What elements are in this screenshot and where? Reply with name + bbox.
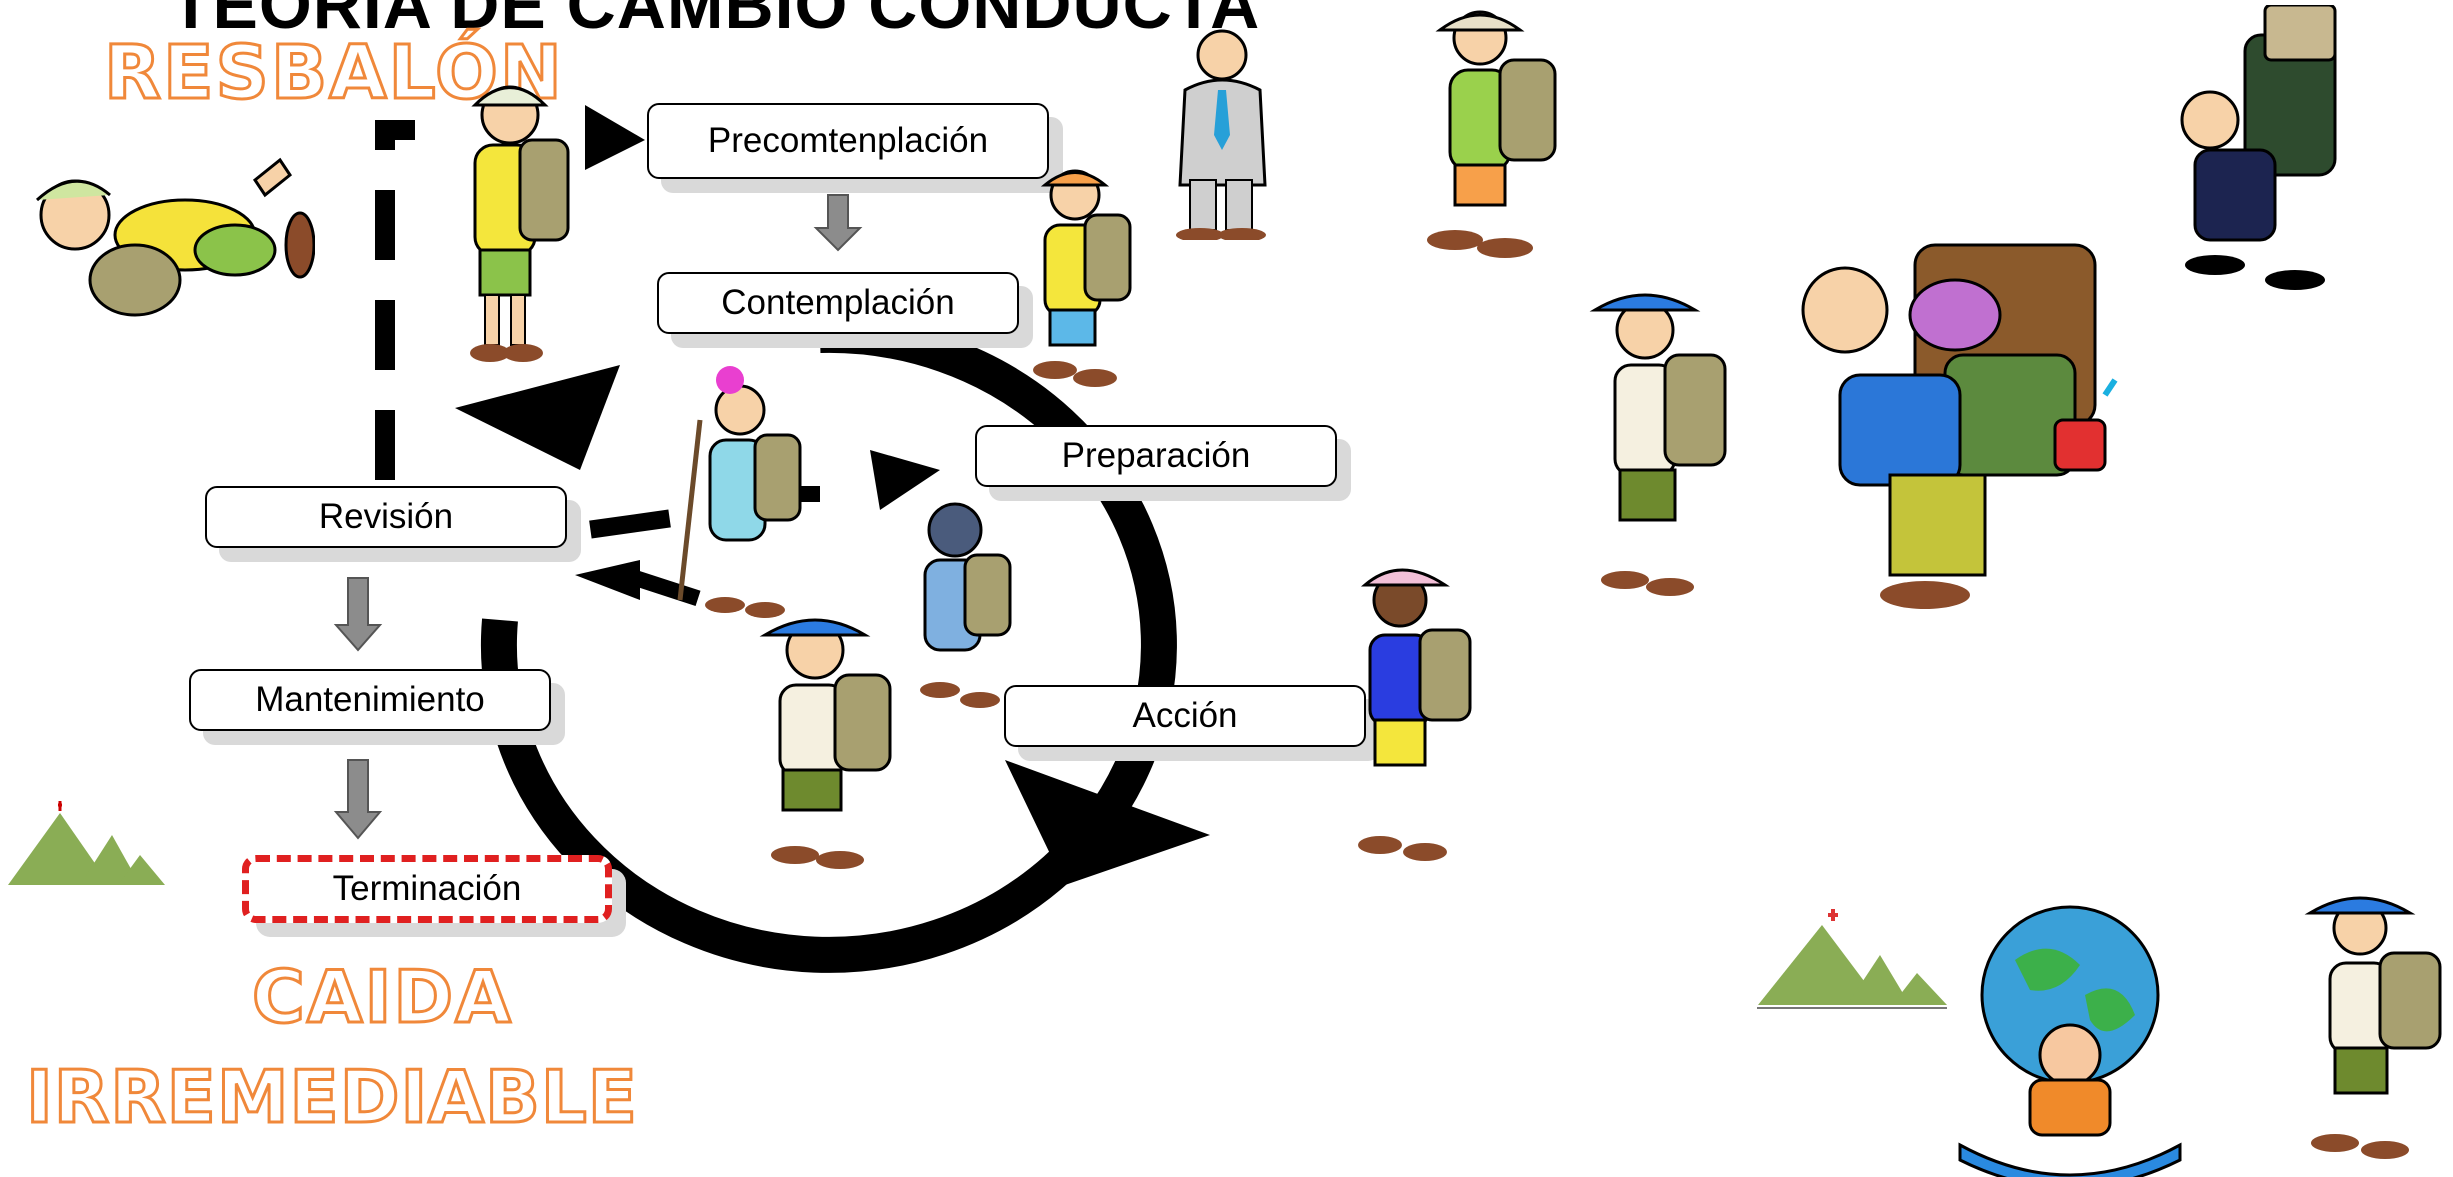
label-irremediable: IRREMEDIABLE (25, 1054, 639, 1141)
hiker-icon (470, 85, 570, 362)
stage-terminacion: Terminación (242, 855, 612, 923)
man-in-suit-icon (1176, 29, 1267, 240)
relapse-dashed-line (375, 120, 415, 480)
cycle-arrowhead-left (455, 365, 620, 470)
label-caida: CAIDA (251, 954, 513, 1041)
inner-bar (589, 509, 671, 539)
cycle-arrowhead-bottom-right (1005, 760, 1210, 885)
down-arrow-mantenimiento (333, 759, 383, 840)
hiker-with-staff-icon (677, 366, 802, 618)
mountain-icon (8, 801, 165, 885)
hiker-fallen-icon (35, 157, 315, 317)
stage-revision: Revisión (205, 486, 567, 548)
hiker-heavy-load-icon (1801, 243, 2118, 609)
cycle-arrowhead-inner-right (870, 450, 940, 510)
stage-contemplacion: Contemplación (657, 272, 1019, 334)
person-holding-globe-icon (1958, 905, 2182, 1177)
stage-precontemplacion: Precomtenplación (647, 103, 1049, 179)
cycle-arrowhead-precon (585, 105, 645, 170)
hiker-icon (1033, 169, 1132, 387)
down-arrow-revision (333, 577, 383, 652)
stage-preparacion: Preparación (975, 425, 1337, 487)
hiker-icon (1358, 568, 1472, 861)
hiker-icon (2304, 896, 2442, 1159)
hiker-heavy-load-icon (2180, 5, 2337, 290)
hiker-icon (1589, 293, 1727, 596)
stage-accion: Acción (1004, 685, 1366, 747)
mountain-icon (1757, 909, 1947, 1009)
down-arrow-precon (813, 194, 863, 252)
hiker-icon (920, 502, 1012, 708)
hiker-icon (759, 618, 892, 869)
cycle-ring (480, 316, 1177, 973)
hiker-icon (1427, 10, 1557, 258)
page-title: TEORIA DE CAMBIO CONDUCTA (170, 0, 1261, 43)
stage-mantenimiento: Mantenimiento (189, 669, 551, 731)
